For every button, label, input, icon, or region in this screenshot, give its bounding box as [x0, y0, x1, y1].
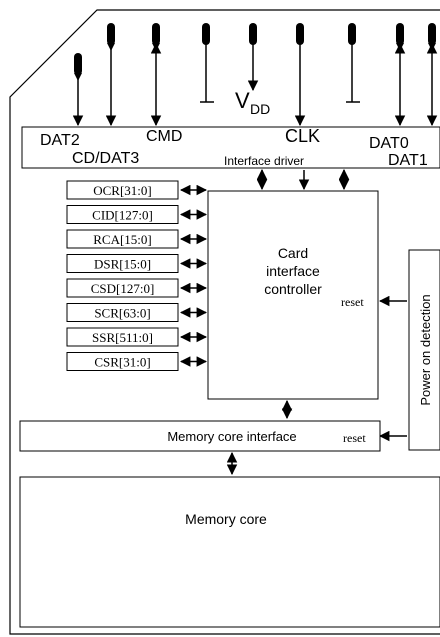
register-label: CID[127:0]: [92, 208, 153, 223]
register-box: [66, 303, 179, 322]
register-label: DSR[15:0]: [94, 257, 151, 272]
memory-core-interface-label: Memory core interface: [167, 429, 296, 444]
card-interface-controller: [207, 190, 379, 400]
pin-label-vdd-sub: DD: [250, 101, 270, 117]
register-label: SSR[511:0]: [92, 330, 153, 345]
register-label: OCR[31:0]: [93, 183, 152, 198]
pin-label-clk: CLK: [285, 126, 320, 146]
register-box: [66, 180, 179, 200]
register-box: [66, 278, 179, 298]
register-label: RCA[15:0]: [93, 232, 152, 247]
power-on-detection-block: [408, 249, 440, 451]
power-on-detection-label: Power on detection: [418, 294, 433, 405]
register-box: [66, 327, 179, 347]
pin-label-dat1: DAT1: [388, 152, 428, 169]
interface-driver-label: Interface driver: [224, 154, 304, 168]
memory-core-label: Memory core: [185, 511, 267, 527]
controller-label-line2: interface: [266, 263, 320, 279]
pin-label-dat2: DAT2: [40, 132, 80, 149]
pin-label-vdd: V: [235, 88, 250, 113]
register-box: [66, 205, 179, 224]
pin-label-cmd: CMD: [146, 128, 182, 145]
memory-interface-reset-label: reset: [343, 431, 366, 445]
pin-label-cd-dat3: CD/DAT3: [72, 150, 139, 167]
controller-label-line1: Card: [278, 245, 308, 261]
interface-driver-block: [21, 126, 440, 169]
pin-heads: [74, 23, 436, 81]
pin-label-dat0: DAT0: [369, 135, 409, 152]
register-box: [66, 352, 179, 371]
controller-reset-label: reset: [341, 295, 364, 309]
memory-core: [19, 476, 440, 628]
register-box: [66, 254, 179, 273]
register-group: OCR[31:0] CID[127:0] RCA[15:0] DSR[15:0] CSD…: [66, 180, 208, 371]
pin-lines: [72, 42, 438, 127]
driver-controller-links: [256, 168, 350, 191]
register-label: CSR[31:0]: [94, 355, 150, 370]
memory-core-interface: [19, 420, 381, 452]
register-box: [66, 229, 179, 249]
card-outline: [9, 9, 440, 635]
controller-label-line3: controller: [264, 281, 322, 297]
register-label: CSD[127:0]: [91, 281, 155, 296]
register-label: SCR[63:0]: [94, 306, 150, 321]
